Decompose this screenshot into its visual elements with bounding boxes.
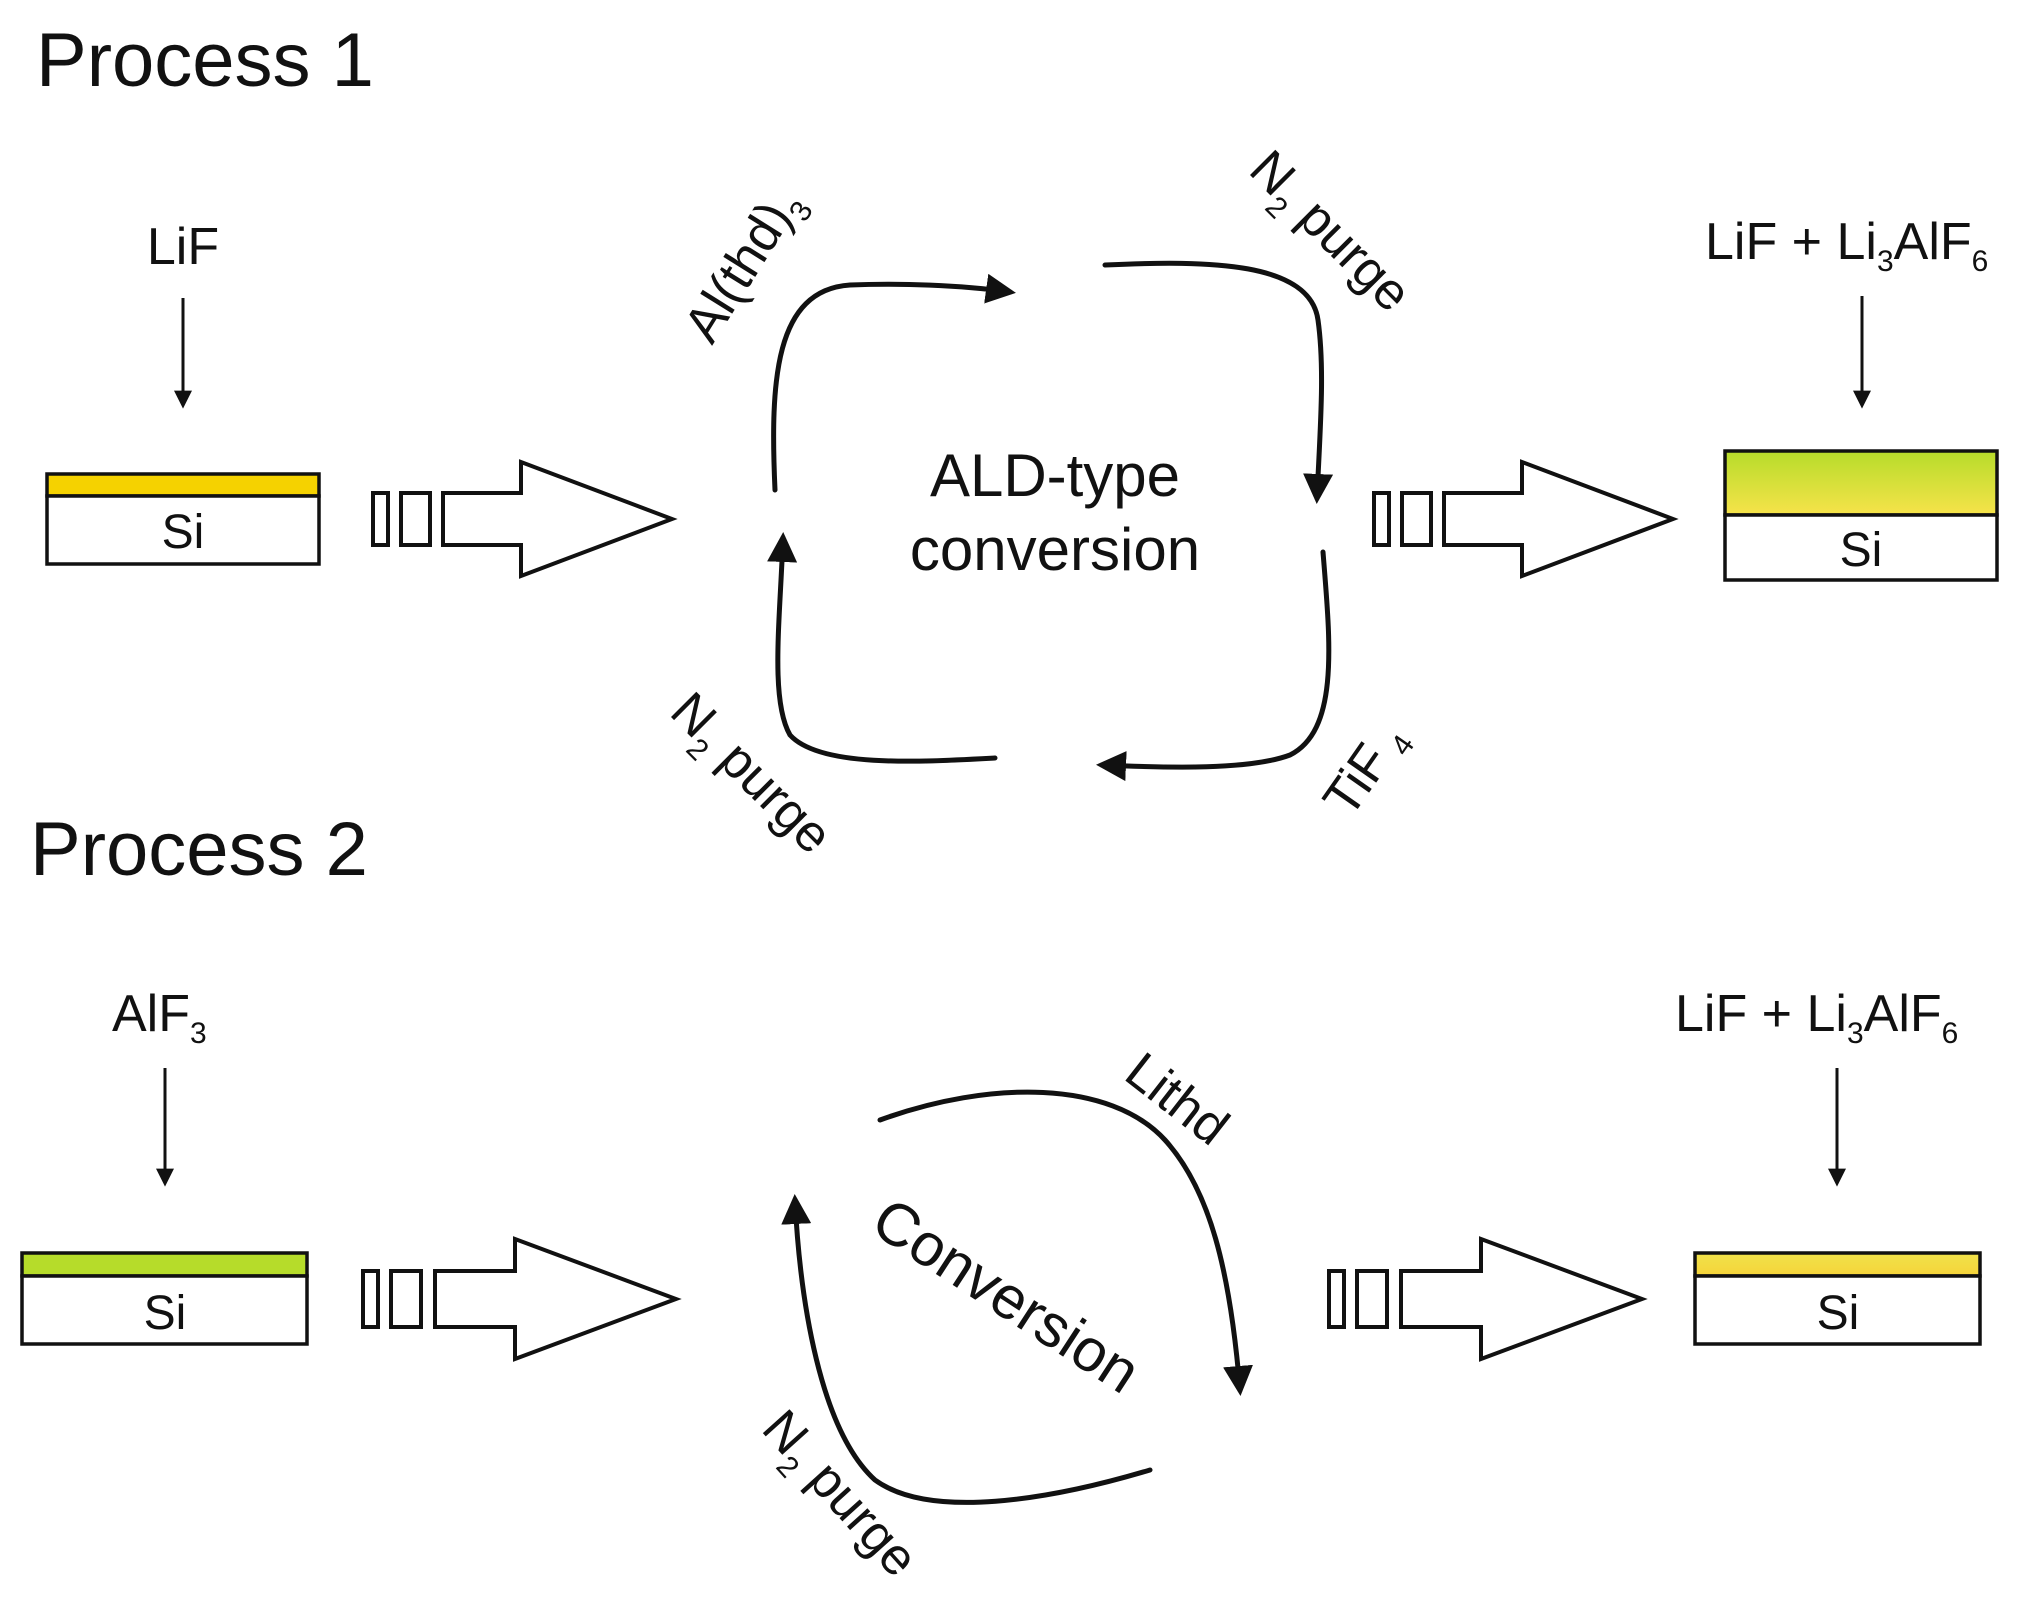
si-substrate xyxy=(20,1274,309,1346)
process-arrow-left xyxy=(361,1236,682,1362)
substrate-label: Si xyxy=(144,1287,187,1340)
si-substrate xyxy=(45,494,321,566)
cycle-arrow-n2-top xyxy=(1102,260,1334,504)
process-1-input-label: LiF xyxy=(147,218,219,276)
converted-layer xyxy=(1723,449,1999,517)
cycle-center-line1: ALD-type xyxy=(930,442,1180,509)
converted-layer xyxy=(1693,1251,1982,1278)
si-substrate xyxy=(1723,513,1999,582)
process-1-input-wafer: Si xyxy=(45,472,321,566)
substrate-label: Si xyxy=(1840,524,1883,577)
process-2-input-label: AlF3 xyxy=(112,985,207,1050)
lif-layer xyxy=(45,472,321,498)
cycle-arrow-al xyxy=(771,273,1016,493)
substrate-label: Si xyxy=(1817,1287,1860,1340)
process-2-output-label: LiF + Li3AlF6 xyxy=(1675,985,1958,1050)
process-1: Process 1 LiF Si ALD-type conversion Al(… xyxy=(36,18,1999,865)
process-1-title: Process 1 xyxy=(36,18,374,103)
process-2-output-wafer: Si xyxy=(1693,1251,1982,1346)
process-2-title: Process 2 xyxy=(30,807,368,892)
process-arrow-right xyxy=(1327,1236,1648,1362)
cycle-arrow-tif xyxy=(1096,549,1332,782)
cycle-center-line2: conversion xyxy=(910,516,1200,583)
si-substrate xyxy=(1693,1274,1982,1346)
process-arrow-left xyxy=(371,459,678,579)
process-2-input-wafer: Si xyxy=(20,1251,309,1346)
alf3-layer xyxy=(20,1251,309,1278)
cycle-arrow-n2 xyxy=(781,1194,1153,1505)
cycle-arrow-lithd xyxy=(877,1089,1253,1396)
process-1-output-wafer: Si xyxy=(1723,449,1999,582)
substrate-label: Si xyxy=(162,506,205,559)
process-arrow-right xyxy=(1372,459,1679,579)
process-1-output-label: LiF + Li3AlF6 xyxy=(1705,213,1988,278)
cycle-arrow-n2-bottom xyxy=(767,532,998,764)
